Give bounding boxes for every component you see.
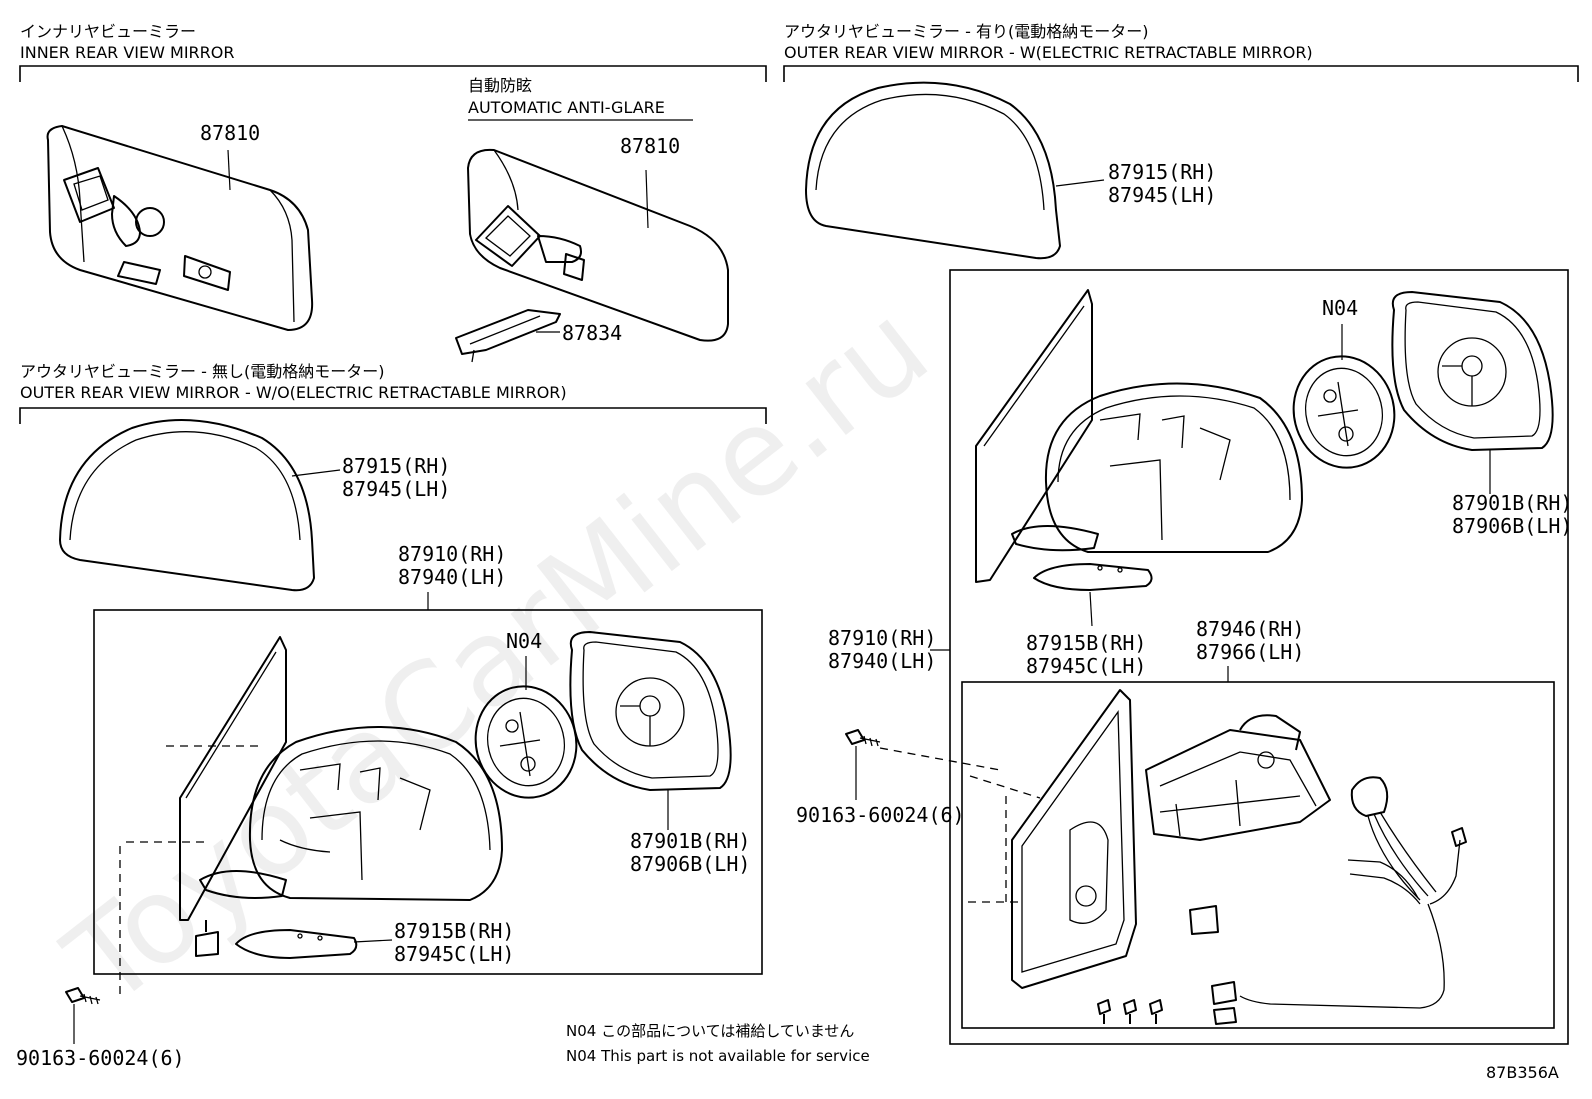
section-outer-wo-header: アウタリヤビューミラー - 無し(電動格納モーター) OUTER REAR VI… bbox=[19, 362, 767, 424]
w-cover-label-rh: 87915(RH) bbox=[1108, 160, 1216, 184]
w-n04-label: N04 bbox=[1322, 296, 1358, 320]
wo-lamp-label-rh: 87915B(RH) bbox=[394, 919, 514, 943]
w-assy-box bbox=[949, 269, 1569, 1045]
w-glass-label-rh: 87901B(RH) bbox=[1452, 491, 1572, 515]
inner-mirror-drawing bbox=[46, 125, 314, 331]
inner-mirror-leader bbox=[227, 149, 231, 191]
outer-w-bracket bbox=[783, 65, 1579, 82]
wo-lamp-drawing bbox=[235, 929, 358, 959]
wo-assy-label-rh: 87910(RH) bbox=[398, 542, 506, 566]
w-n04-drawing bbox=[1292, 355, 1396, 469]
wo-cover-drawing bbox=[59, 419, 315, 592]
w-lamp-leader bbox=[1089, 591, 1093, 627]
w-lamp-label-lh: 87945C(LH) bbox=[1026, 654, 1146, 678]
w-dashed-guides bbox=[968, 775, 1041, 903]
w-harness-drawing bbox=[1211, 776, 1467, 1025]
wo-n04-label: N04 bbox=[506, 629, 542, 653]
outer-w-title-jp: アウタリヤビューミラー - 有り(電動格納モーター) bbox=[784, 22, 1148, 41]
inner-mirror-label: 87810 bbox=[200, 121, 260, 145]
wo-cover-leader bbox=[291, 469, 341, 477]
n04-note-en: N04 This part is not available for servi… bbox=[566, 1047, 870, 1065]
w-cover-drawing bbox=[805, 81, 1061, 260]
diagram-code: 87B356A bbox=[1486, 1063, 1559, 1082]
antiglare-mirror-leader bbox=[645, 169, 649, 229]
antiglare-title-jp: 自動防眩 bbox=[468, 76, 532, 95]
w-motor-box bbox=[961, 681, 1555, 1029]
wo-cover-label-rh: 87915(RH) bbox=[342, 454, 450, 478]
w-small-screws-drawing bbox=[1097, 999, 1163, 1024]
wo-screw-drawing bbox=[65, 987, 101, 1005]
outer-wo-title-jp: アウタリヤビューミラー - 無し(電動格納モーター) bbox=[20, 362, 384, 381]
w-assy-label-lh: 87940(LH) bbox=[828, 649, 936, 673]
w-motor-label-rh: 87946(RH) bbox=[1196, 617, 1304, 641]
w-cover-label-lh: 87945(LH) bbox=[1108, 183, 1216, 207]
section-outer-w-header: アウタリヤビューミラー - 有り(電動格納モーター) OUTER REAR VI… bbox=[783, 22, 1579, 82]
wo-glass-drawing bbox=[569, 631, 732, 791]
wo-glass-label-lh: 87906B(LH) bbox=[630, 852, 750, 876]
wo-assy-label-lh: 87940(LH) bbox=[398, 565, 506, 589]
outer-wo-bracket bbox=[19, 407, 767, 424]
w-glass-drawing bbox=[1391, 291, 1554, 451]
wo-n04-drawing bbox=[474, 685, 578, 799]
w-lamp-label-rh: 87915B(RH) bbox=[1026, 631, 1146, 655]
w-screw-dashed bbox=[879, 747, 1001, 771]
inner-bracket bbox=[19, 65, 767, 82]
w-cover-leader bbox=[1055, 179, 1105, 187]
w-screw-drawing bbox=[845, 729, 881, 747]
wo-dashed-guides bbox=[119, 745, 260, 1000]
outer-wo-title-en: OUTER REAR VIEW MIRROR - W/O(ELECTRIC RE… bbox=[20, 383, 567, 402]
inner-title-en: INNER REAR VIEW MIRROR bbox=[20, 43, 235, 62]
w-motor-label-lh: 87966(LH) bbox=[1196, 640, 1304, 664]
wo-mirror-body-drawing bbox=[179, 636, 503, 921]
wo-assy-box bbox=[93, 609, 763, 975]
w-motor-drawing bbox=[1145, 714, 1331, 935]
inner-title-jp: インナリヤビューミラー bbox=[20, 22, 196, 41]
wo-connector-drawing bbox=[195, 920, 219, 957]
n04-note-jp: N04 この部品については補給していません bbox=[566, 1022, 854, 1040]
wo-lamp-label-lh: 87945C(LH) bbox=[394, 942, 514, 966]
antiglare-bracket-drawing bbox=[455, 309, 561, 363]
w-screw-label: 90163-60024(6) bbox=[796, 803, 965, 827]
antiglare-title-en: AUTOMATIC ANTI-GLARE bbox=[468, 98, 665, 117]
wo-lamp-leader bbox=[353, 939, 393, 943]
antiglare-bracket-label: 87834 bbox=[562, 321, 622, 345]
w-assy-label-rh: 87910(RH) bbox=[828, 626, 936, 650]
w-base-drawing bbox=[1011, 689, 1137, 989]
wo-glass-label-rh: 87901B(RH) bbox=[630, 829, 750, 853]
w-glass-label-lh: 87906B(LH) bbox=[1452, 514, 1572, 538]
w-mirror-body-drawing bbox=[975, 289, 1303, 583]
outer-w-title-en: OUTER REAR VIEW MIRROR - W(ELECTRIC RETR… bbox=[784, 43, 1313, 62]
w-lamp-drawing bbox=[1033, 563, 1153, 591]
wo-screw-label: 90163-60024(6) bbox=[16, 1046, 185, 1070]
section-inner-header: インナリヤビューミラー INNER REAR VIEW MIRROR bbox=[19, 22, 767, 82]
antiglare-mirror-label: 87810 bbox=[620, 134, 680, 158]
antiglare-mirror-drawing bbox=[467, 148, 729, 342]
section-antiglare-header: 自動防眩 AUTOMATIC ANTI-GLARE bbox=[468, 76, 693, 121]
wo-cover-label-lh: 87945(LH) bbox=[342, 477, 450, 501]
